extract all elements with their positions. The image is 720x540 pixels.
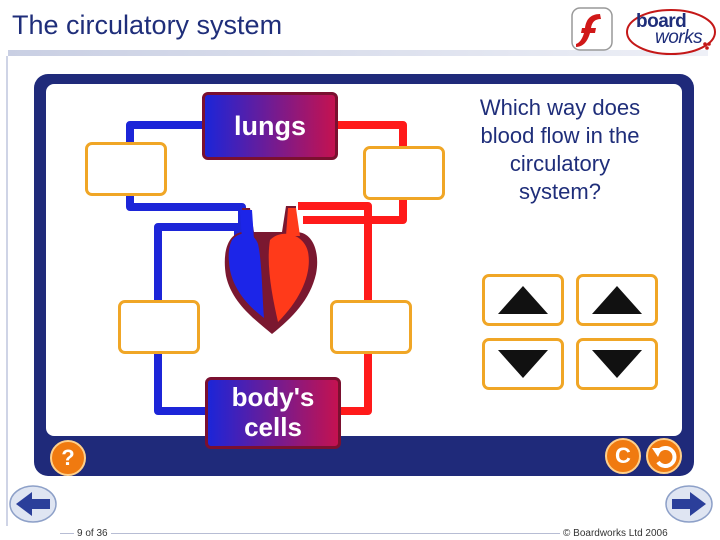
reset-button[interactable]: C [605,438,641,474]
next-slide-button[interactable] [664,484,714,524]
previous-arrow-icon [16,492,50,516]
down-triangle-icon [592,350,642,378]
slide-title: The circulatory system [12,10,283,40]
down-arrow-button-1[interactable] [482,338,564,390]
up-triangle-icon [498,286,548,314]
footer-line [60,533,660,534]
body-cells-line2: cells [244,412,302,442]
heart-illustration [224,206,318,334]
title-underline [8,50,708,56]
boardworks-logo: board works [625,6,717,58]
next-arrow-icon [672,492,706,516]
reset-icon: C [615,443,631,468]
page-number: 9 of 36 [74,528,111,539]
drop-target-top-right[interactable] [363,146,445,200]
drop-target-bottom-right[interactable] [330,300,412,354]
question-text: Which way does blood flow in the circula… [479,95,641,204]
left-border [6,56,8,526]
logo-text-board: board [636,11,687,32]
flash-player-icon [571,7,613,51]
copyright-notice: © Boardworks Ltd 2006 [560,528,671,539]
undo-icon [652,446,677,468]
help-button[interactable]: ? [50,440,86,476]
body-cells-label: body's cells [205,377,341,449]
blue-vessel-from-body [154,223,242,415]
down-triangle-icon [498,350,548,378]
down-arrow-button-2[interactable] [576,338,658,390]
up-triangle-icon [592,286,642,314]
drop-target-bottom-left[interactable] [118,300,200,354]
logo-text-works: works [655,27,703,48]
help-icon: ? [61,445,75,470]
drop-target-top-left[interactable] [85,142,167,196]
up-arrow-button-2[interactable] [576,274,658,326]
undo-button[interactable] [646,438,682,474]
lungs-label: lungs [202,92,338,160]
up-arrow-button-1[interactable] [482,274,564,326]
previous-slide-button[interactable] [8,484,58,524]
body-cells-line1: body's [231,382,315,412]
